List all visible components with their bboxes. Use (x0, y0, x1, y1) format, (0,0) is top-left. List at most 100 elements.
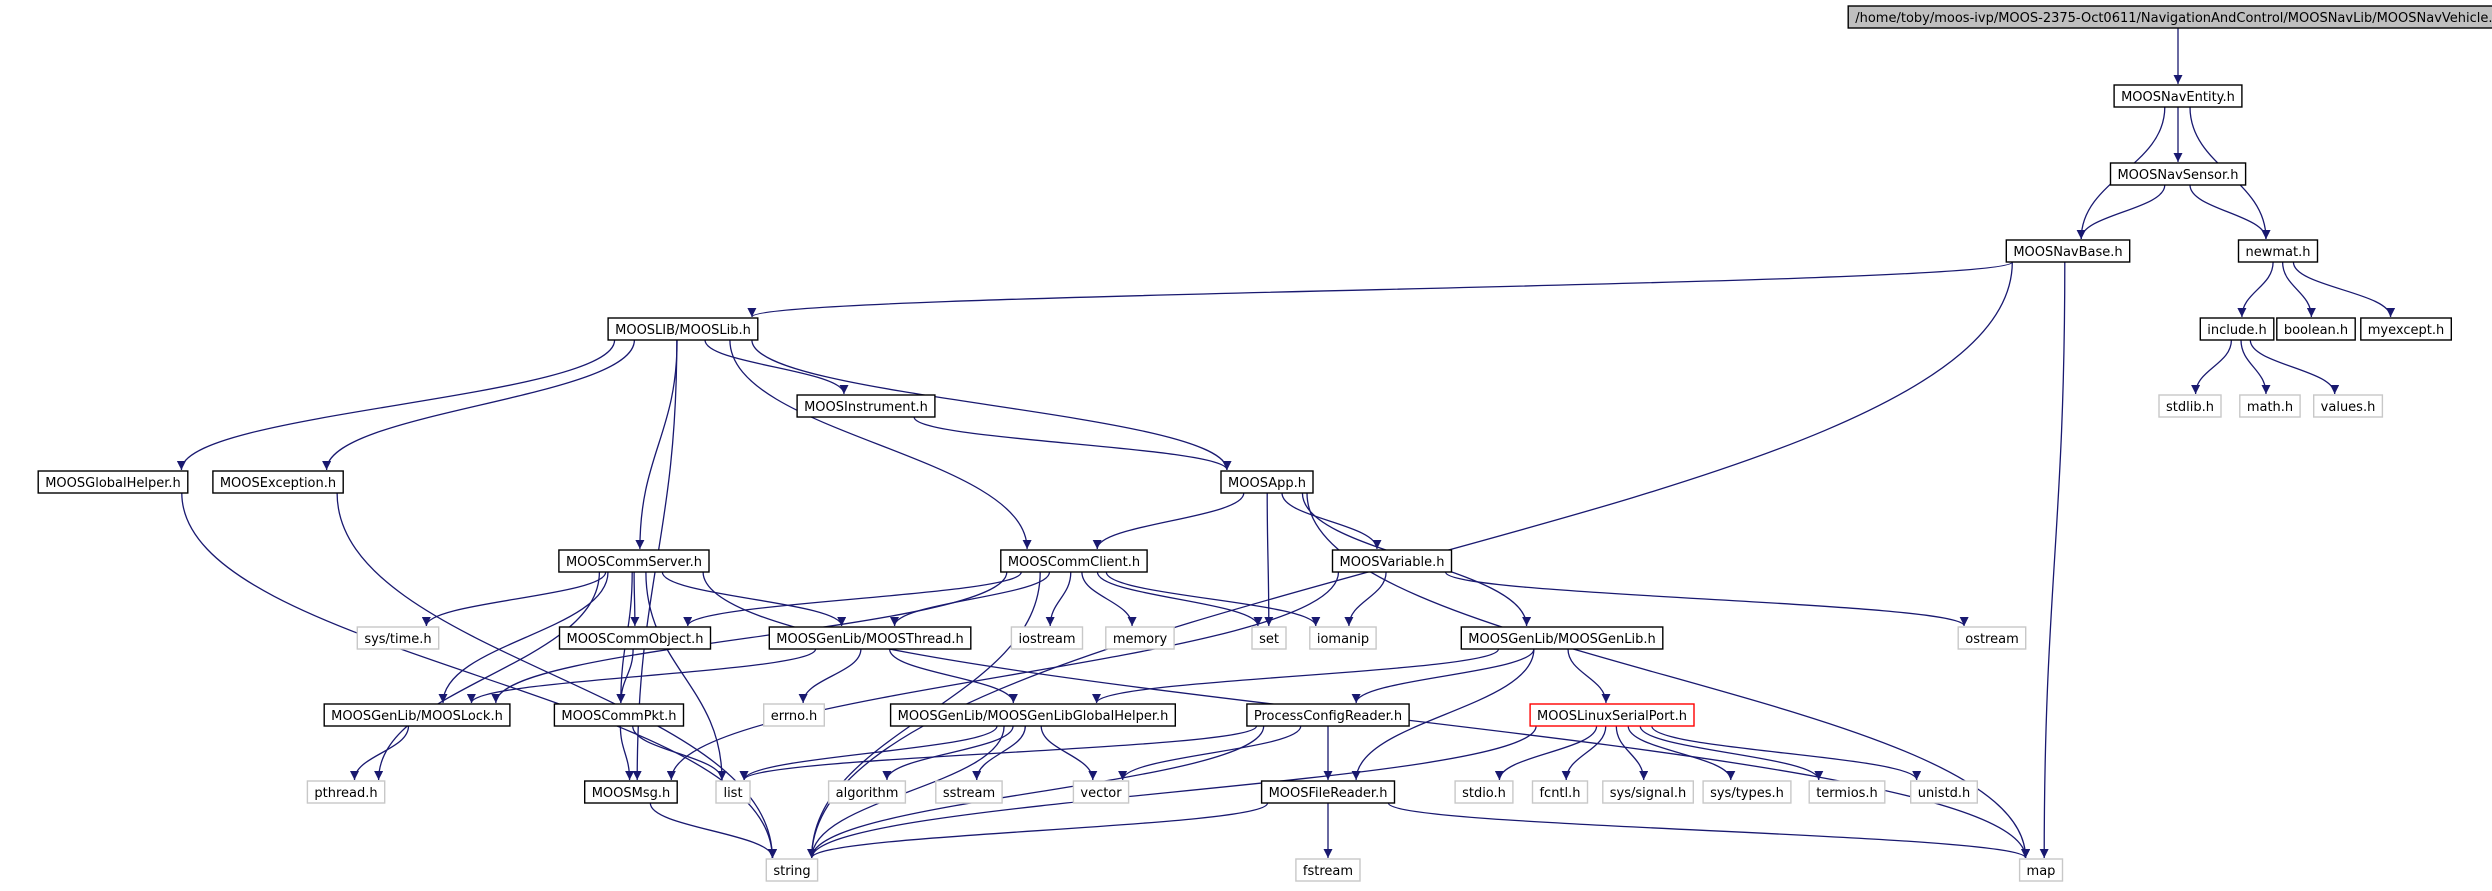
node-label-newmat: newmat.h (2246, 245, 2311, 260)
edge-commClient-to-set (1096, 571, 1263, 627)
node-box-fstream (1295, 858, 1361, 882)
node-label-commPkt: MOOSCommPkt.h (561, 709, 676, 724)
node-box-myexcept (2360, 317, 2453, 341)
node-unistd[interactable]: unistd.h (1909, 780, 1978, 804)
node-globalHelperGen[interactable]: MOOSGenLib/MOOSGenLibGlobalHelper.h (889, 703, 1176, 727)
node-errno[interactable]: errno.h (763, 703, 826, 727)
node-label-navBase: MOOSNavBase.h (2013, 245, 2122, 260)
node-navBase[interactable]: MOOSNavBase.h (2005, 239, 2131, 263)
edge-serialPort-to-termios (1639, 725, 1824, 781)
node-myexcept[interactable]: myexcept.h (2360, 317, 2453, 341)
node-label-map: map (2027, 864, 2056, 879)
node-ostream[interactable]: ostream (1957, 626, 2027, 650)
node-sstream[interactable]: sstream (935, 780, 1003, 804)
edge-commServer-to-systime (421, 571, 607, 627)
node-vector[interactable]: vector (1072, 780, 1130, 804)
node-genLib[interactable]: MOOSGenLib/MOOSGenLib.h (1460, 626, 1664, 650)
edge-serialPort-to-string (807, 725, 1537, 859)
node-lock[interactable]: MOOSGenLib/MOOSLock.h (323, 703, 511, 727)
node-values[interactable]: values.h (2312, 394, 2384, 418)
node-exception[interactable]: MOOSException.h (212, 470, 344, 494)
edge-processConfig-to-vector (1118, 725, 1302, 781)
node-label-vector: vector (1080, 786, 1122, 801)
node-label-systypes: sys/types.h (1710, 786, 1784, 801)
node-box-iomanip (1309, 626, 1377, 650)
edge-variable-to-msg (666, 571, 1340, 781)
node-newmat[interactable]: newmat.h (2237, 239, 2319, 263)
node-fstream[interactable]: fstream (1295, 858, 1361, 882)
node-label-navEntity: MOOSNavEntity.h (2121, 90, 2235, 105)
node-systime[interactable]: sys/time.h (356, 626, 440, 650)
node-box-mooslib (607, 317, 759, 341)
node-iomanip[interactable]: iomanip (1309, 626, 1377, 650)
node-label-instrument: MOOSInstrument.h (804, 400, 928, 415)
node-map[interactable]: map (2018, 858, 2064, 882)
node-box-lock (323, 703, 511, 727)
node-commPkt[interactable]: MOOSCommPkt.h (553, 703, 685, 727)
node-label-fileReader: MOOSFileReader.h (1269, 786, 1388, 801)
node-globalHelper[interactable]: MOOSGlobalHelper.h (37, 470, 189, 494)
node-label-boolean: boolean.h (2284, 323, 2348, 338)
node-math[interactable]: math.h (2239, 394, 2301, 418)
node-box-stdio (1454, 780, 1514, 804)
node-string[interactable]: string (765, 858, 819, 882)
node-iostream[interactable]: iostream (1010, 626, 1084, 650)
node-syssignal[interactable]: sys/signal.h (1602, 780, 1695, 804)
node-label-list: list (723, 786, 742, 801)
edge-fileReader-to-string (807, 802, 1269, 859)
edge-commClient-to-iomanip (1105, 571, 1321, 627)
node-termios[interactable]: termios.h (1808, 780, 1886, 804)
node-processConfig[interactable]: ProcessConfigReader.h (1246, 703, 1410, 727)
node-commObject[interactable]: MOOSCommObject.h (558, 626, 712, 650)
node-mooslib[interactable]: MOOSLIB/MOOSLib.h (607, 317, 759, 341)
node-box-string (765, 858, 819, 882)
node-pthread[interactable]: pthread.h (306, 780, 386, 804)
node-systypes[interactable]: sys/types.h (1702, 780, 1792, 804)
edge-navSensor-to-navBase (2076, 184, 2166, 240)
node-label-stdio: stdio.h (1462, 786, 1506, 801)
node-box-list (715, 780, 751, 804)
node-fileReader[interactable]: MOOSFileReader.h (1260, 780, 1396, 804)
node-instrument[interactable]: MOOSInstrument.h (796, 394, 936, 418)
node-label-commServer: MOOSCommServer.h (566, 555, 702, 570)
node-algorithm[interactable]: algorithm (827, 780, 907, 804)
node-memory[interactable]: memory (1105, 626, 1175, 650)
node-boolean[interactable]: boolean.h (2276, 317, 2356, 341)
node-root[interactable]: /home/toby/moos-ivp/MOOS-2375-Oct0611/Na… (1847, 5, 2492, 29)
node-list[interactable]: list (715, 780, 751, 804)
edge-mooslib-to-instrument (704, 339, 849, 395)
node-variable[interactable]: MOOSVariable.h (1331, 549, 1453, 573)
node-include[interactable]: include.h (2199, 317, 2275, 341)
node-msg[interactable]: MOOSMsg.h (584, 780, 678, 804)
node-stdio[interactable]: stdio.h (1454, 780, 1514, 804)
node-box-globalHelperGen (889, 703, 1176, 727)
edge-include-to-stdlib (2191, 339, 2233, 395)
node-serialPort[interactable]: MOOSLinuxSerialPort.h (1529, 703, 1695, 727)
edge-navSensor-to-newmat (2189, 184, 2271, 240)
node-app[interactable]: MOOSApp.h (1220, 470, 1314, 494)
node-box-thread (768, 626, 972, 650)
node-box-pthread (306, 780, 386, 804)
node-navSensor[interactable]: MOOSNavSensor.h (2109, 162, 2247, 186)
node-stdlib[interactable]: stdlib.h (2158, 394, 2222, 418)
node-label-sstream: sstream (943, 786, 995, 801)
edge-mooslib-to-commServer (635, 339, 678, 550)
node-box-errno (763, 703, 826, 727)
node-commClient[interactable]: MOOSCommClient.h (1000, 549, 1148, 573)
node-fcntl[interactable]: fcntl.h (1531, 780, 1589, 804)
edges-layer (176, 28, 2396, 859)
edge-commClient-to-thread (890, 571, 1051, 627)
edge-variable-to-iomanip (1344, 571, 1387, 627)
node-thread[interactable]: MOOSGenLib/MOOSThread.h (768, 626, 972, 650)
node-set[interactable]: set (1251, 626, 1287, 650)
node-navEntity[interactable]: MOOSNavEntity.h (2113, 84, 2243, 108)
node-label-variable: MOOSVariable.h (1340, 555, 1445, 570)
node-label-math: math.h (2247, 400, 2293, 415)
node-box-serialPort (1529, 703, 1695, 727)
node-box-memory (1105, 626, 1175, 650)
edge-commObject-to-commPkt (616, 648, 634, 704)
node-box-genLib (1460, 626, 1664, 650)
node-box-ostream (1957, 626, 2027, 650)
node-box-globalHelper (37, 470, 189, 494)
node-commServer[interactable]: MOOSCommServer.h (558, 549, 710, 573)
